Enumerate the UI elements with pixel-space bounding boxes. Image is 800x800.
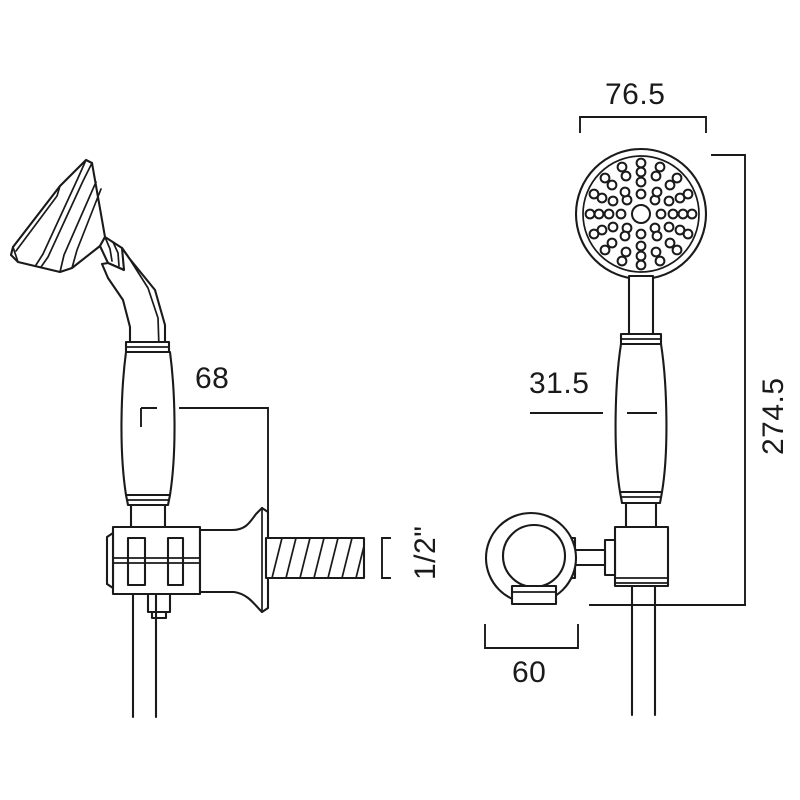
side-view-wall-outlet	[105, 525, 202, 620]
spray-holes-ring-2	[603, 176, 679, 252]
dimension-76-5-label: 76.5	[605, 78, 665, 111]
dimension-274-5: 274.5	[589, 154, 790, 606]
dimension-274-5-label: 274.5	[757, 377, 790, 455]
dimension-31-5-label: 31.5	[529, 367, 589, 400]
side-view-handle	[120, 350, 176, 497]
front-view-handle-base	[618, 490, 664, 529]
dimension-half-inch: 1/2"	[381, 526, 442, 580]
front-view-outlet-block	[603, 525, 670, 588]
dimension-60-label: 60	[512, 656, 546, 689]
side-view-thread	[264, 536, 366, 580]
front-view-wall-bracket	[484, 511, 578, 606]
dimension-68: 68	[179, 362, 269, 531]
dimension-76-5: 76.5	[579, 78, 707, 133]
dimension-68-label: 68	[195, 362, 229, 395]
side-view-group: 68 1/2"	[9, 158, 442, 719]
side-view-handle-collar	[124, 340, 171, 354]
spray-holes-ring-4	[584, 157, 698, 271]
side-view-spray-face	[9, 158, 107, 274]
side-view-hose	[131, 592, 158, 719]
front-view-spray-face	[574, 147, 708, 281]
front-view-group: 76.5 274.5 31.5 60	[484, 78, 790, 717]
dimension-half-inch-label: 1/2"	[409, 526, 442, 580]
front-view-neck	[627, 274, 655, 336]
side-view-gooseneck	[100, 246, 167, 350]
front-view-hose	[630, 584, 657, 717]
front-view-handle	[614, 342, 668, 494]
side-view-handle-base	[124, 493, 172, 529]
dimension-31-5: 31.5	[529, 367, 603, 414]
dimension-60: 60	[484, 624, 579, 689]
spray-holes-ring-3	[593, 166, 689, 262]
front-view-handle-collar	[619, 332, 663, 346]
